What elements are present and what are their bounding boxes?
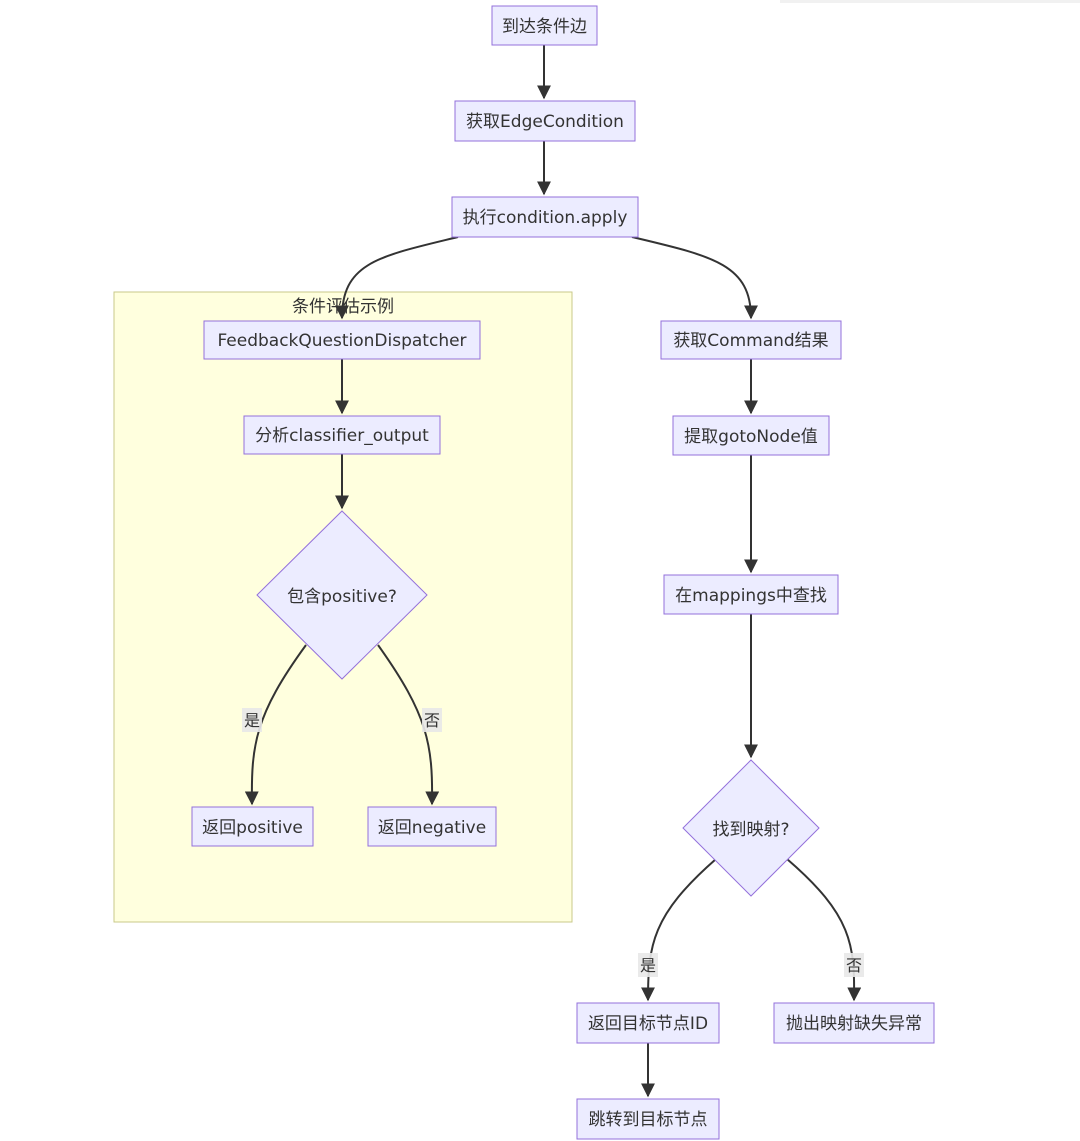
svg-text:否: 否 — [424, 711, 440, 730]
svg-text:返回positive: 返回positive — [202, 818, 303, 838]
svg-text:执行condition.apply: 执行condition.apply — [463, 208, 628, 228]
node-feedback-dispatcher: FeedbackQuestionDispatcher — [203, 320, 481, 360]
svg-text:到达条件边: 到达条件边 — [502, 17, 587, 37]
svg-text:提取gotoNode值: 提取gotoNode值 — [684, 427, 818, 447]
node-get-edge-condition: 获取EdgeCondition — [454, 100, 636, 142]
svg-text:是: 是 — [244, 711, 260, 730]
svg-text:包含positive?: 包含positive? — [287, 587, 397, 607]
node-contains-positive-decision: 包含positive? — [256, 510, 428, 680]
nodes: 到达条件边 获取EdgeCondition 执行condition.apply … — [191, 5, 935, 1140]
svg-text:获取EdgeCondition: 获取EdgeCondition — [466, 112, 624, 132]
edge-found-no — [786, 858, 862, 1002]
node-return-negative: 返回negative — [367, 806, 497, 847]
svg-text:是: 是 — [640, 956, 656, 975]
edge-exec-to-dispatcher — [335, 236, 459, 320]
svg-text:在mappings中查找: 在mappings中查找 — [675, 586, 827, 606]
svg-text:返回negative: 返回negative — [378, 818, 486, 838]
svg-text:否: 否 — [846, 956, 862, 975]
node-extract-goto-node: 提取gotoNode值 — [672, 415, 830, 456]
node-arrive-edge: 到达条件边 — [491, 5, 598, 46]
node-lookup-mappings: 在mappings中查找 — [663, 574, 839, 615]
svg-text:分析classifier_output: 分析classifier_output — [255, 426, 429, 446]
edge-label-mapping-no: 否 — [844, 953, 864, 977]
node-found-mapping-decision: 找到映射? — [682, 759, 820, 897]
edge-labels: 是 否 是 否 — [242, 708, 864, 977]
edge-found-yes — [641, 858, 717, 1002]
edge-label-positive-no: 否 — [422, 708, 442, 732]
edge-label-positive-yes: 是 — [242, 708, 262, 732]
svg-text:获取Command结果: 获取Command结果 — [673, 331, 828, 351]
edge-label-mapping-yes: 是 — [638, 953, 658, 977]
svg-text:抛出映射缺失异常: 抛出映射缺失异常 — [786, 1014, 922, 1034]
svg-text:找到映射?: 找到映射? — [712, 820, 789, 840]
svg-text:FeedbackQuestionDispatcher: FeedbackQuestionDispatcher — [217, 331, 466, 351]
node-get-command-result: 获取Command结果 — [660, 320, 842, 360]
top-edge-bar — [780, 0, 1080, 3]
node-return-target-id: 返回目标节点ID — [576, 1002, 720, 1044]
node-exec-condition-apply: 执行condition.apply — [451, 196, 639, 238]
node-throw-missing-mapping: 抛出映射缺失异常 — [773, 1002, 935, 1044]
node-return-positive: 返回positive — [191, 806, 314, 847]
node-analyze-output: 分析classifier_output — [243, 415, 441, 455]
edge-exec-to-get-command — [631, 236, 758, 320]
svg-text:返回目标节点ID: 返回目标节点ID — [588, 1014, 708, 1034]
svg-text:跳转到目标节点: 跳转到目标节点 — [589, 1110, 708, 1130]
node-jump-to-target: 跳转到目标节点 — [576, 1098, 720, 1140]
